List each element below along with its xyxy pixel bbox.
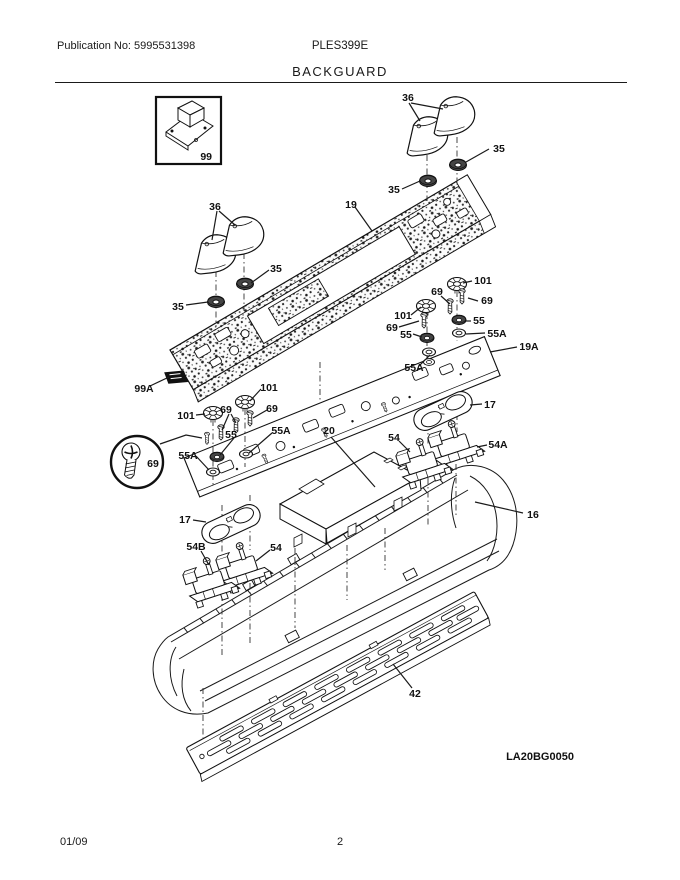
callout-35-top-left: 35 xyxy=(388,184,400,196)
publication-number: Publication No: 5995531398 xyxy=(57,40,196,52)
part-36-knob-top-right xyxy=(427,92,479,139)
callout-69-l2: 69 xyxy=(266,403,278,415)
footer-date: 01/09 xyxy=(60,836,88,848)
part-99A-connector xyxy=(164,370,189,384)
callout-19A: 19A xyxy=(519,341,539,353)
part-20-control-board xyxy=(278,451,422,548)
callout-36-left: 36 xyxy=(209,201,221,213)
callout-20: 20 xyxy=(323,425,335,437)
callout-17-right: 17 xyxy=(484,399,496,411)
callout-69-r2: 69 xyxy=(481,295,493,307)
part-55-nut xyxy=(419,332,435,344)
part-17-trim-plate-left xyxy=(197,500,265,548)
callout-16: 16 xyxy=(527,509,539,521)
callout-54-right: 54 xyxy=(388,432,400,444)
part-55A-washer xyxy=(421,347,437,357)
section-title: BACKGUARD xyxy=(292,64,388,79)
part-35-push-nut xyxy=(419,174,437,187)
vent-slots xyxy=(206,605,480,757)
part-69-screw xyxy=(420,312,428,329)
part-69-screw xyxy=(246,410,254,427)
callout-36-top: 36 xyxy=(402,92,414,104)
callout-99A: 99A xyxy=(134,383,154,395)
callout-19: 19 xyxy=(345,199,357,211)
callout-55-r2: 55 xyxy=(400,329,412,341)
diagram-code: LA20BG0050 xyxy=(506,751,574,763)
part-99-inset-box xyxy=(154,95,223,166)
part-35-push-nut xyxy=(207,295,225,308)
part-55A-washer xyxy=(451,328,467,338)
callout-55-l: 55 xyxy=(225,429,237,441)
callout-99: 99 xyxy=(200,151,212,163)
callout-54B: 54B xyxy=(186,541,206,553)
callout-69-l1: 69 xyxy=(220,404,232,416)
callout-69-r1: 69 xyxy=(431,286,443,298)
callout-54A: 54A xyxy=(488,439,508,451)
header-rule xyxy=(55,82,627,83)
part-35-push-nut xyxy=(236,277,254,290)
model-number: PLES399E xyxy=(311,40,369,52)
callout-35-left-right: 35 xyxy=(270,263,282,275)
callout-55A-r2: 55A xyxy=(404,362,424,374)
footer-page-number: 2 xyxy=(336,836,344,848)
part-19A-switch-bracket xyxy=(183,335,501,498)
callout-17-left: 17 xyxy=(179,514,191,526)
callout-55A-l1: 55A xyxy=(178,450,198,462)
callout-55-r1: 55 xyxy=(473,315,485,327)
panel-cutouts xyxy=(194,197,469,368)
callout-54-left: 54 xyxy=(270,542,282,554)
display-window xyxy=(267,278,330,327)
screw-69-detail-circle xyxy=(109,434,165,490)
callout-101-r2: 101 xyxy=(394,310,412,322)
part-69-screw xyxy=(458,288,466,305)
part-69-screw xyxy=(446,298,454,315)
callout-69-detail: 69 xyxy=(147,458,159,470)
callout-labels: 99 36 35 35 19 36 35 35 99A 101 69 69 10… xyxy=(134,92,574,763)
callout-69-r3: 69 xyxy=(386,322,398,334)
callout-101-r1: 101 xyxy=(474,275,492,287)
callout-55A-l2: 55A xyxy=(271,425,291,437)
part-42-vent-panel xyxy=(186,591,491,783)
part-19-backguard-panel xyxy=(164,174,497,403)
callout-101-l2: 101 xyxy=(260,382,278,394)
callout-101-l1: 101 xyxy=(177,410,195,422)
part-55-nut xyxy=(451,314,467,326)
leader-lines xyxy=(149,102,524,689)
callout-42: 42 xyxy=(409,688,421,700)
part-69-screw xyxy=(204,431,210,445)
callout-55A-r1: 55A xyxy=(487,328,507,340)
callout-35-left-left: 35 xyxy=(172,301,184,313)
part-35-push-nut xyxy=(449,158,467,171)
callout-35-top-right: 35 xyxy=(493,143,505,155)
